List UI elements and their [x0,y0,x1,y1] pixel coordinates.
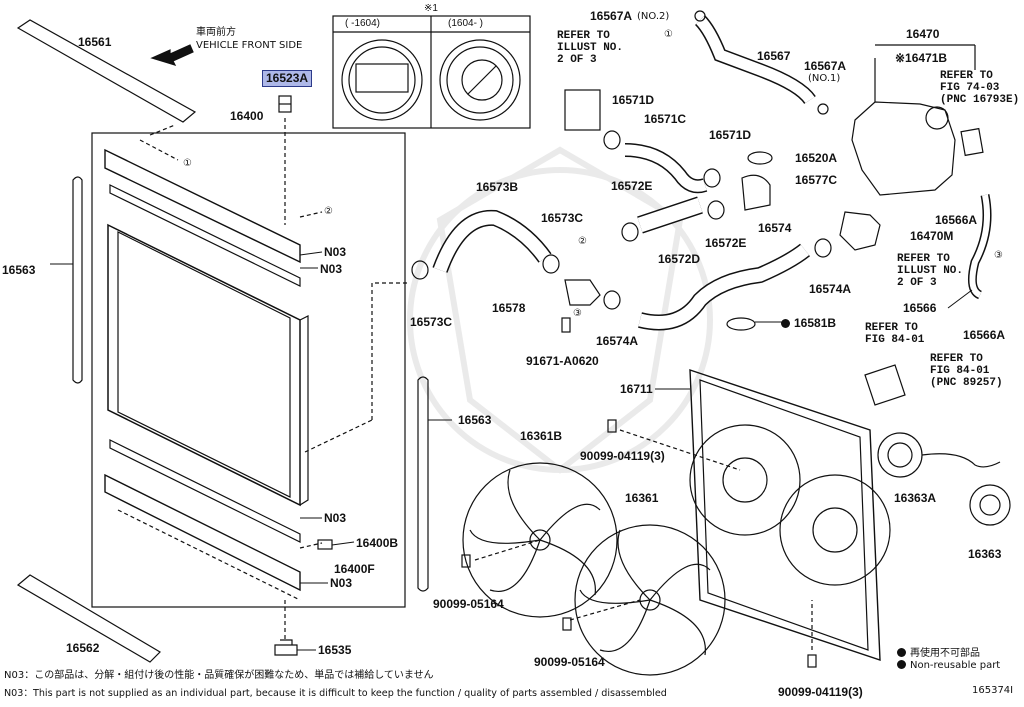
part-16535[interactable]: 16535 [318,643,352,657]
legend-dot-icon-en [897,660,906,669]
part-16573B[interactable]: 16573B [476,180,519,194]
part-n03-2[interactable]: N03 [320,262,343,276]
diagram-id: 165374I [972,685,1014,696]
part-16561[interactable]: 16561 [78,35,112,49]
part-n03-1[interactable]: N03 [324,245,347,259]
legend-jp-text: 再使用不可部品 [910,648,980,659]
part-16571D-b[interactable]: 16571D [709,128,752,142]
part-16562[interactable]: 16562 [66,641,100,655]
callout-3-mid: ③ [573,308,582,319]
part-16563-left[interactable]: 16563 [2,263,36,277]
part-16471B[interactable]: ※16471B [895,51,948,65]
fan-motor-16363 [969,484,1011,526]
part-16574A-a[interactable]: 16574A [596,334,639,348]
fan-16361B [462,462,618,618]
part-16363[interactable]: 16363 [968,547,1002,561]
vehicle-front-arrow [150,44,194,66]
part-16581B-label: 16581B [794,316,837,330]
part-16566[interactable]: 16566 [903,301,937,315]
part-90099-04119-b[interactable]: 90099-04119(3) [778,685,863,699]
callout-2-left: ② [324,206,333,217]
radiator-support-seal-upper [16,19,197,123]
part-16573C-a[interactable]: 16573C [541,211,584,225]
part-16563-mid[interactable]: 16563 [458,413,492,427]
part-16567A-no2[interactable]: 16567A [590,9,633,23]
part-16520A[interactable]: 16520A [795,151,838,165]
refer-fig-84-01-b[interactable]: REFER TO FIG 84-01 (PNC 89257) [930,353,1003,389]
refer-illust-mid[interactable]: REFER TO ILLUST NO. 2 OF 3 [897,253,964,289]
part-91671-A0620[interactable]: 91671-A0620 [526,354,599,368]
radiator-cap-shape [278,95,292,113]
part-16470M[interactable]: 16470M [910,229,954,243]
part-n03-4[interactable]: N03 [330,576,353,590]
part-16711[interactable]: 16711 [620,382,653,396]
part-16571C[interactable]: 16571C [644,112,687,126]
inset-col2: (1604- ) [448,18,484,29]
callout-2-mid: ② [578,236,587,247]
vehicle-front-en: VEHICLE FRONT SIDE [196,40,303,51]
callout-1-right: ① [664,29,673,40]
part-16363A[interactable]: 16363A [894,491,937,505]
drain-cock-plug-shape [274,639,298,656]
fan-16361 [574,524,726,676]
radiator-upper-tank [104,148,301,264]
part-90099-04119-a[interactable]: 90099-04119(3) [580,449,665,463]
part-16567A-no1-sub: (NO.1) [808,73,841,84]
legend-nonreusable-jp: 再使用不可部品 [897,644,980,659]
part-16470[interactable]: 16470 [906,27,940,41]
radiator-support-seal-lower [16,574,161,663]
part-16567[interactable]: 16567 [757,49,791,63]
part-16361[interactable]: 16361 [625,491,659,505]
part-16581B-nonreusable[interactable]: 16581B [781,317,836,330]
part-16574A-b[interactable]: 16574A [809,282,852,296]
part-16572E-b[interactable]: 16572E [705,236,747,250]
fan-shroud [689,369,881,661]
part-16567A-no2-sub: (NO.2) [637,11,670,22]
part-16571D-a[interactable]: 16571D [612,93,655,107]
part-16400F[interactable]: 16400F [334,562,375,576]
part-16572D[interactable]: 16572D [658,252,701,266]
inset-mark: ※1 [424,3,438,14]
part-16400B[interactable]: 16400B [356,536,399,550]
part-90099-05164-b[interactable]: 90099-05164 [534,655,605,669]
part-16567A-no1[interactable]: 16567A [804,59,847,73]
radiator-core [107,223,301,507]
part-16573C-b[interactable]: 16573C [410,315,453,329]
part-16578[interactable]: 16578 [492,301,526,315]
footer-note-en: N03：This part is not supplied as an indi… [4,688,667,699]
watermark [407,146,713,474]
inset-col1: ( -1604) [345,18,381,29]
callout-1-left: ① [183,158,192,169]
part-16361B[interactable]: 16361B [520,429,563,443]
radiator-assembly-box [91,132,406,608]
refer-fig-74-03[interactable]: REFER TO FIG 74-03 (PNC 16793E) [940,70,1020,106]
footer-note-jp: N03：この部品は、分解・組付け後の性能・品質確保が困難なため、単品では補給して… [4,670,434,681]
callout-3-right: ③ [994,250,1003,261]
part-16577C[interactable]: 16577C [795,173,838,187]
nonreusable-dot-icon [781,319,790,328]
reserve-tank [851,101,956,196]
legend-nonreusable-en: Non-reusable part [897,660,1000,671]
part-16566A-b[interactable]: 16566A [963,328,1006,342]
refer-illust-top[interactable]: REFER TO ILLUST NO. 2 OF 3 [557,30,624,66]
refer-fig-84-01-a[interactable]: REFER TO FIG 84-01 [865,322,925,346]
part-16574[interactable]: 16574 [758,221,792,235]
part-16572E-a[interactable]: 16572E [611,179,653,193]
radiator-side-seal-left [72,176,83,384]
legend-dot-icon-jp [897,648,906,657]
fan-motor-16363A [877,432,923,478]
radiator-side-seal-right [417,376,429,592]
part-16566A-a[interactable]: 16566A [935,213,978,227]
part-16400[interactable]: 16400 [230,109,264,123]
part-90099-05164-a[interactable]: 90099-05164 [433,597,504,611]
vehicle-front-jp: 車両前方 [196,27,236,38]
part-16523A-selected[interactable]: 16523A [262,70,313,87]
legend-en-text: Non-reusable part [910,660,1001,671]
radiator-lower-tank [104,473,301,592]
part-n03-3[interactable]: N03 [324,511,347,525]
